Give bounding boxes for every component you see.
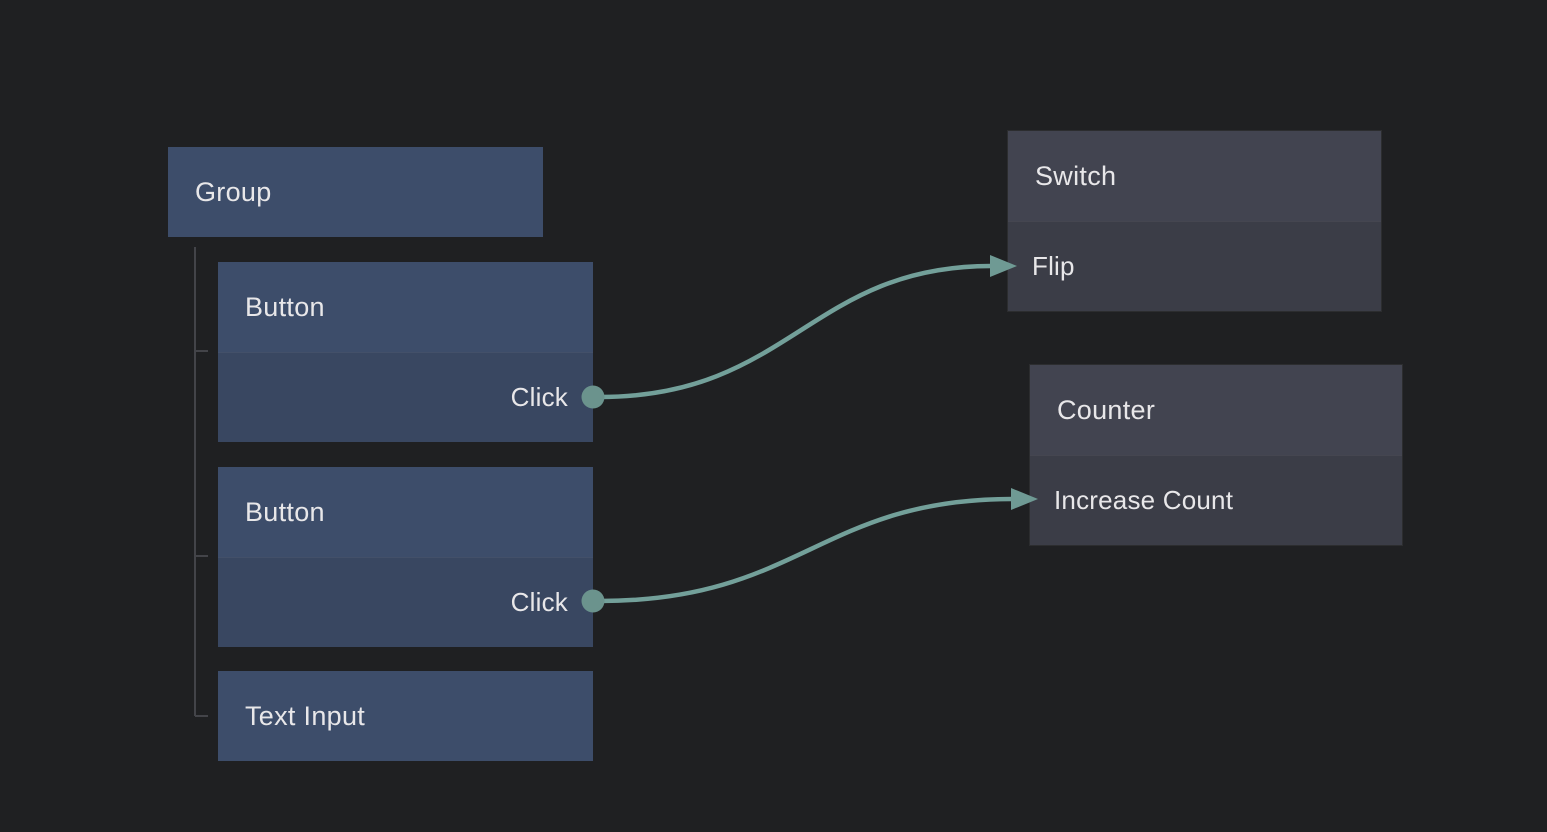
wire-click-to-flip[interactable] — [597, 263, 994, 400]
node-button-2-title: Button — [218, 467, 593, 557]
node-button-2[interactable]: Button Click — [218, 467, 593, 647]
node-group[interactable]: Group — [168, 147, 543, 237]
tree-connector-lines — [194, 247, 208, 717]
edge-click-to-increase-count[interactable] — [597, 488, 1038, 604]
node-text-input[interactable]: Text Input — [218, 671, 593, 761]
node-switch-title: Switch — [1008, 131, 1381, 221]
node-button-1[interactable]: Button Click — [218, 262, 593, 442]
node-switch[interactable]: Switch Flip — [1007, 130, 1382, 312]
input-label-flip: Flip — [1032, 251, 1075, 281]
node-button-2-output-row: Click — [218, 557, 593, 647]
node-group-title: Group — [168, 147, 543, 237]
node-counter[interactable]: Counter Increase Count — [1029, 364, 1403, 546]
node-button-1-title: Button — [218, 262, 593, 352]
wire-click-to-increase-count[interactable] — [597, 496, 1015, 604]
node-counter-title: Counter — [1030, 365, 1402, 455]
node-text-input-title: Text Input — [218, 671, 593, 761]
output-label-click: Click — [510, 382, 568, 412]
edge-click-to-flip[interactable] — [597, 255, 1017, 400]
node-switch-input-row: Flip — [1008, 221, 1381, 311]
input-label-increase-count: Increase Count — [1054, 485, 1234, 515]
output-label-click: Click — [510, 587, 568, 617]
node-button-1-output-row: Click — [218, 352, 593, 442]
node-counter-input-row: Increase Count — [1030, 455, 1402, 545]
